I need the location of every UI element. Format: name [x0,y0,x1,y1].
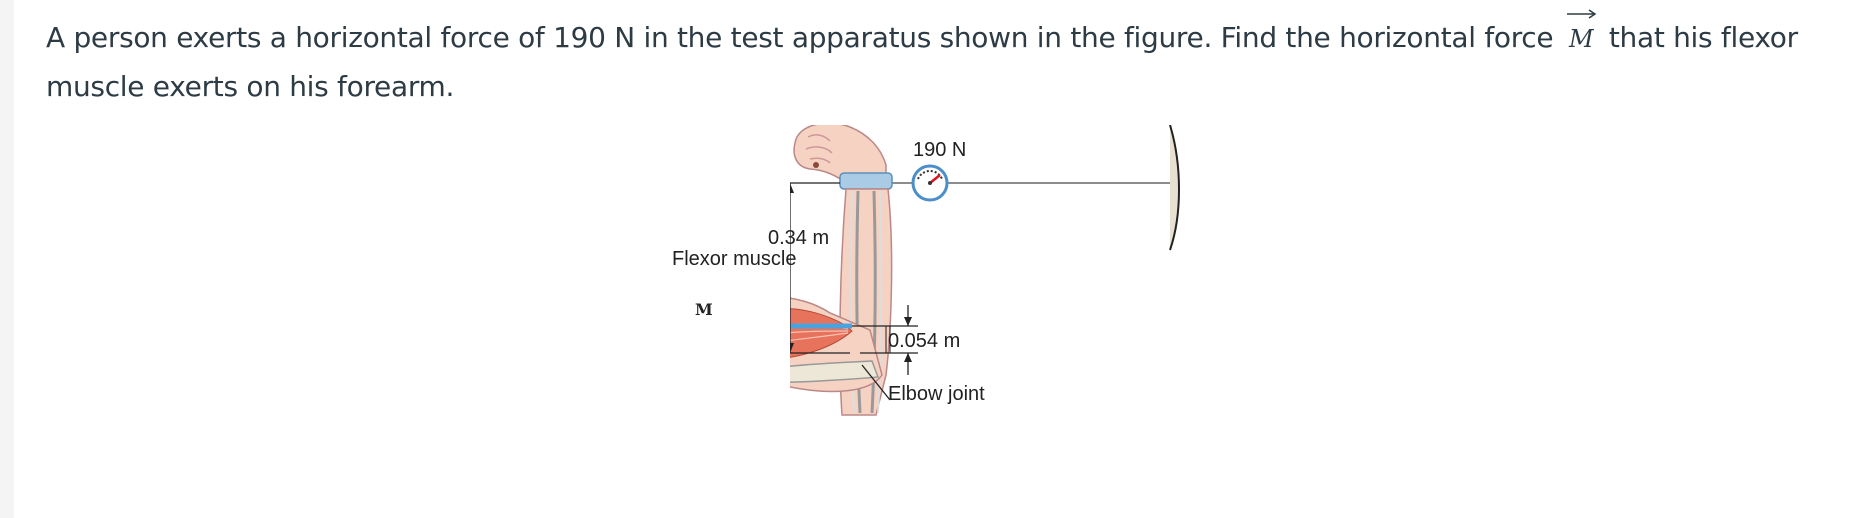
left-border [0,0,14,518]
wrist-cuff [839,172,893,190]
arm-diagram-graphic [790,125,1180,416]
wall [1169,125,1180,251]
question-text: A person exerts a horizontal force of 19… [46,9,1836,111]
question-text-before: A person exerts a horizontal force of 19… [46,21,1554,54]
biceps-muscle [790,308,853,358]
humerus-bone [790,360,880,384]
vector-m-symbol: M [1566,9,1597,63]
flexor-muscle-label: Flexor muscle [672,248,797,270]
elbow-pointer [861,364,891,401]
elbow-joint-label: Elbow joint [888,383,985,405]
upper-distance-label: 0.34 m [768,227,830,249]
vector-m-label: M [695,300,713,319]
force-label: 190 N [913,139,967,161]
arm-diagram: 190 N 0.34 m Flexor muscle 0.054 m Elbow… [672,125,1190,495]
lower-distance-label: 0.054 m [888,330,961,352]
vector-m-letter: M [1568,25,1594,53]
question-text-after: that his flexor muscle exerts on his for… [46,21,1798,103]
vector-arrow-icon [1566,9,1597,19]
force-gauge [911,164,949,202]
